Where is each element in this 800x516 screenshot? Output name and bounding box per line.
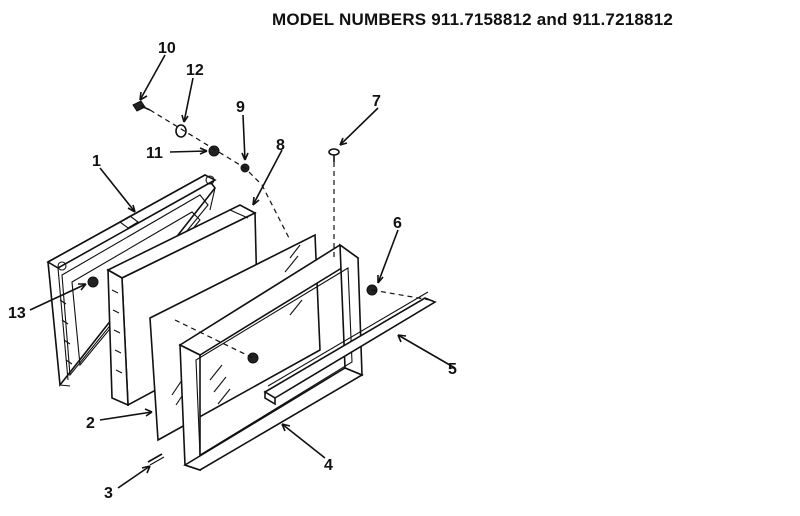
assembly-dashed-lines bbox=[149, 109, 431, 359]
callout-4: 4 bbox=[324, 457, 333, 474]
callout-12: 12 bbox=[186, 62, 204, 79]
callout-3: 3 bbox=[104, 485, 113, 502]
callout-10: 10 bbox=[158, 40, 176, 57]
callout-5: 5 bbox=[448, 361, 457, 378]
callout-7: 7 bbox=[372, 93, 381, 110]
callout-9: 9 bbox=[236, 99, 245, 116]
part-4-door-frame bbox=[178, 243, 364, 472]
callout-13: 13 bbox=[8, 305, 26, 322]
callout-8: 8 bbox=[276, 137, 285, 154]
callout-1: 1 bbox=[92, 153, 101, 170]
model-numbers-title: MODEL NUMBERS 911.7158812 and 911.721881… bbox=[272, 10, 674, 29]
callout-numbers: 10 12 11 9 7 8 1 6 13 2 3 5 4 bbox=[8, 40, 457, 502]
callout-2: 2 bbox=[86, 415, 95, 432]
callout-11: 11 bbox=[146, 145, 163, 162]
callout-6: 6 bbox=[393, 215, 402, 232]
callout-leaders bbox=[29, 54, 456, 489]
part-5-handle-bar bbox=[263, 291, 437, 406]
